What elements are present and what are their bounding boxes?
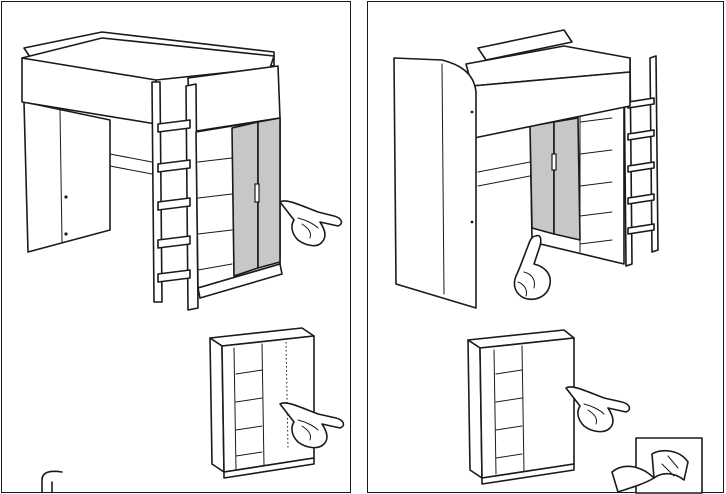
instruction-panel-right	[367, 1, 724, 494]
instruction-panel-left	[1, 1, 351, 493]
pointing-hand-icon	[565, 386, 631, 433]
loft-bed-illustration-right	[393, 29, 703, 494]
loft-bed-illustration-left	[21, 31, 345, 479]
page-turn-icon	[611, 437, 703, 494]
hook-fragment-icon	[41, 470, 63, 493]
pointing-hand-icon	[279, 402, 345, 449]
pointing-hand-icon	[513, 234, 552, 300]
pointing-hand-icon	[279, 200, 343, 247]
small-wardrobe-inset	[209, 327, 315, 479]
small-wardrobe-inset	[467, 329, 575, 485]
